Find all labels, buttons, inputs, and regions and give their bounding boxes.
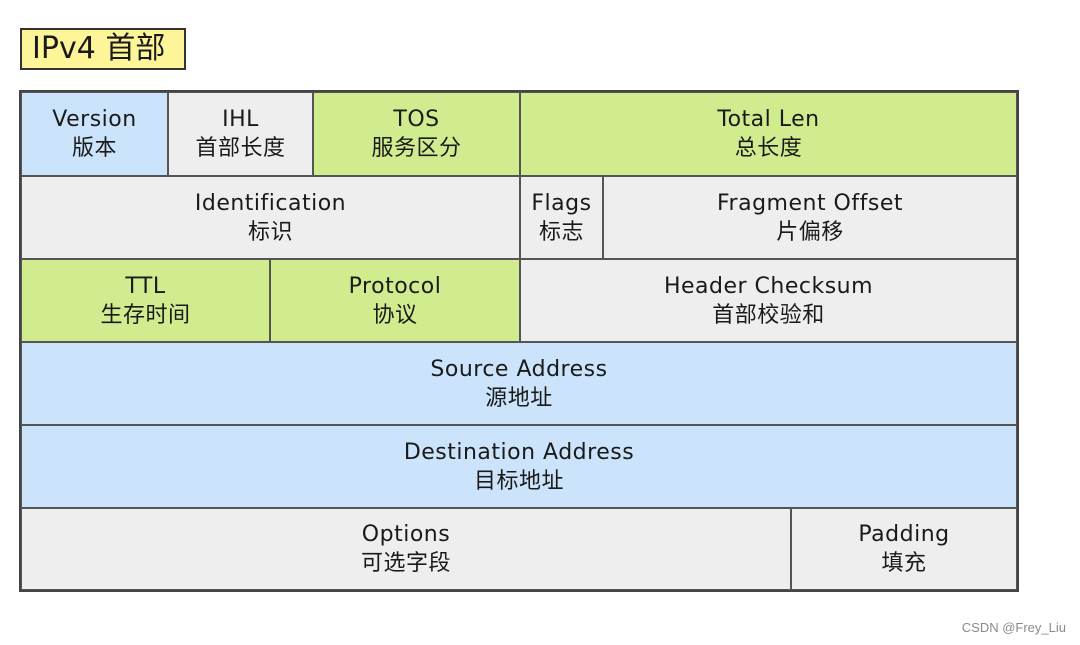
field-source-address: Source Address 源地址 [21, 342, 1017, 425]
field-flags-zh: 标志 [538, 219, 584, 245]
field-options-en: Options [361, 522, 451, 547]
field-ihl-zh: 首部长度 [195, 136, 286, 161]
field-version-zh: 版本 [71, 136, 117, 161]
field-ttl-zh: 生存时间 [100, 302, 191, 328]
watermark: CSDN @Frey_Liu [961, 620, 1066, 635]
diagram-title: IPv4 首部 [20, 28, 186, 70]
field-total-len: Total Len 总长度 [520, 92, 1017, 176]
field-tos-en: TOS [393, 107, 440, 132]
field-destination-address-zh: 目标地址 [473, 468, 564, 494]
field-ihl-en: IHL [222, 107, 259, 132]
field-identification: Identification 标识 [21, 176, 520, 259]
field-identification-en: Identification [194, 190, 347, 216]
field-header-checksum-en: Header Checksum [663, 273, 874, 299]
field-identification-zh: 标识 [247, 219, 293, 245]
field-total-len-zh: 总长度 [734, 136, 803, 161]
field-ihl: IHL 首部长度 [168, 92, 313, 176]
field-ttl-en: TTL [125, 273, 166, 299]
field-source-address-zh: 源地址 [485, 385, 553, 411]
field-tos: TOS 服务区分 [313, 92, 520, 176]
field-version: Version 版本 [21, 92, 168, 176]
field-version-en: Version [52, 107, 137, 132]
field-protocol-en: Protocol [348, 273, 442, 299]
field-flags-en: Flags [531, 190, 592, 216]
field-destination-address-en: Destination Address [403, 439, 635, 465]
field-padding-zh: 填充 [881, 551, 927, 576]
field-protocol: Protocol 协议 [270, 259, 520, 342]
field-fragment-offset-zh: 片偏移 [776, 219, 844, 245]
field-options-zh: 可选字段 [360, 551, 451, 576]
field-options: Options 可选字段 [21, 508, 791, 590]
field-padding: Padding 填充 [791, 508, 1017, 590]
field-header-checksum-zh: 首部校验和 [712, 302, 825, 328]
field-ttl: TTL 生存时间 [21, 259, 270, 342]
field-protocol-zh: 协议 [372, 302, 418, 328]
ipv4-header-diagram: Version 版本 IHL 首部长度 TOS 服务区分 Total Len 总… [19, 90, 1019, 592]
field-total-len-en: Total Len [717, 107, 820, 132]
field-source-address-en: Source Address [430, 356, 608, 382]
field-destination-address: Destination Address 目标地址 [21, 425, 1017, 508]
field-fragment-offset-en: Fragment Offset [716, 190, 903, 216]
field-tos-zh: 服务区分 [371, 136, 462, 161]
field-flags: Flags 标志 [520, 176, 603, 259]
field-header-checksum: Header Checksum 首部校验和 [520, 259, 1017, 342]
field-fragment-offset: Fragment Offset 片偏移 [603, 176, 1017, 259]
field-padding-en: Padding [858, 522, 950, 547]
